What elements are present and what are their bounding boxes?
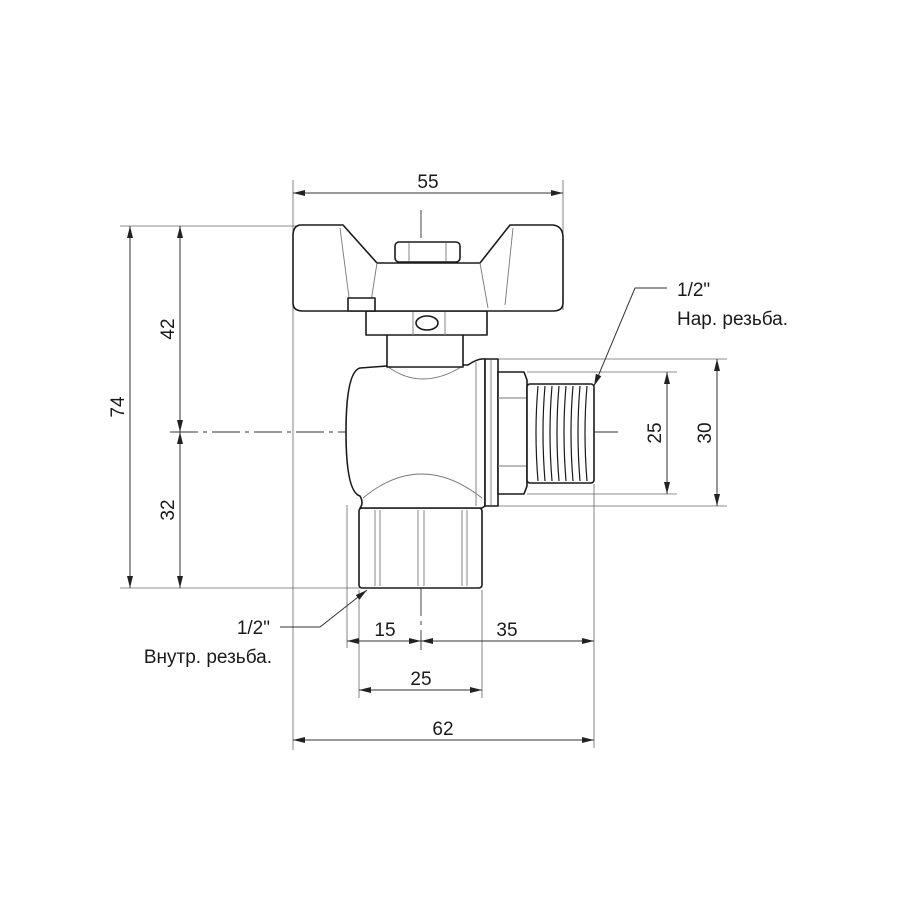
thread-ridge [549, 385, 553, 482]
dim-30: 30 [695, 422, 716, 443]
male-thread-size: 1/2" [677, 280, 710, 301]
thread-ridge [563, 385, 567, 482]
dim-15: 15 [374, 620, 395, 641]
male-thread-leader [593, 287, 667, 387]
dim-35: 35 [496, 620, 517, 641]
dimension-lines [127, 190, 720, 743]
thread-ridge [535, 385, 539, 482]
valve-body [292, 224, 595, 589]
male-thread-label: Нар. резьба. [677, 309, 788, 330]
thread-ridge [577, 385, 581, 482]
extension-lines [120, 180, 727, 750]
female-thread-leader [280, 589, 368, 628]
dim-55: 55 [417, 172, 438, 193]
dim-74: 74 [108, 396, 129, 418]
thread-ridge [542, 385, 546, 482]
female-thread-label: Внутр. резьба. [144, 647, 272, 668]
dim-32: 32 [158, 499, 179, 520]
dim-42: 42 [158, 318, 179, 339]
female-thread-size: 1/2" [237, 618, 270, 639]
thread-ridge [584, 385, 588, 482]
dim-62: 62 [432, 719, 453, 740]
thread-ridge [556, 385, 560, 482]
dim-25-thread: 25 [645, 422, 666, 443]
thread-ridge [570, 385, 574, 482]
dim-25-nut: 25 [410, 669, 431, 690]
